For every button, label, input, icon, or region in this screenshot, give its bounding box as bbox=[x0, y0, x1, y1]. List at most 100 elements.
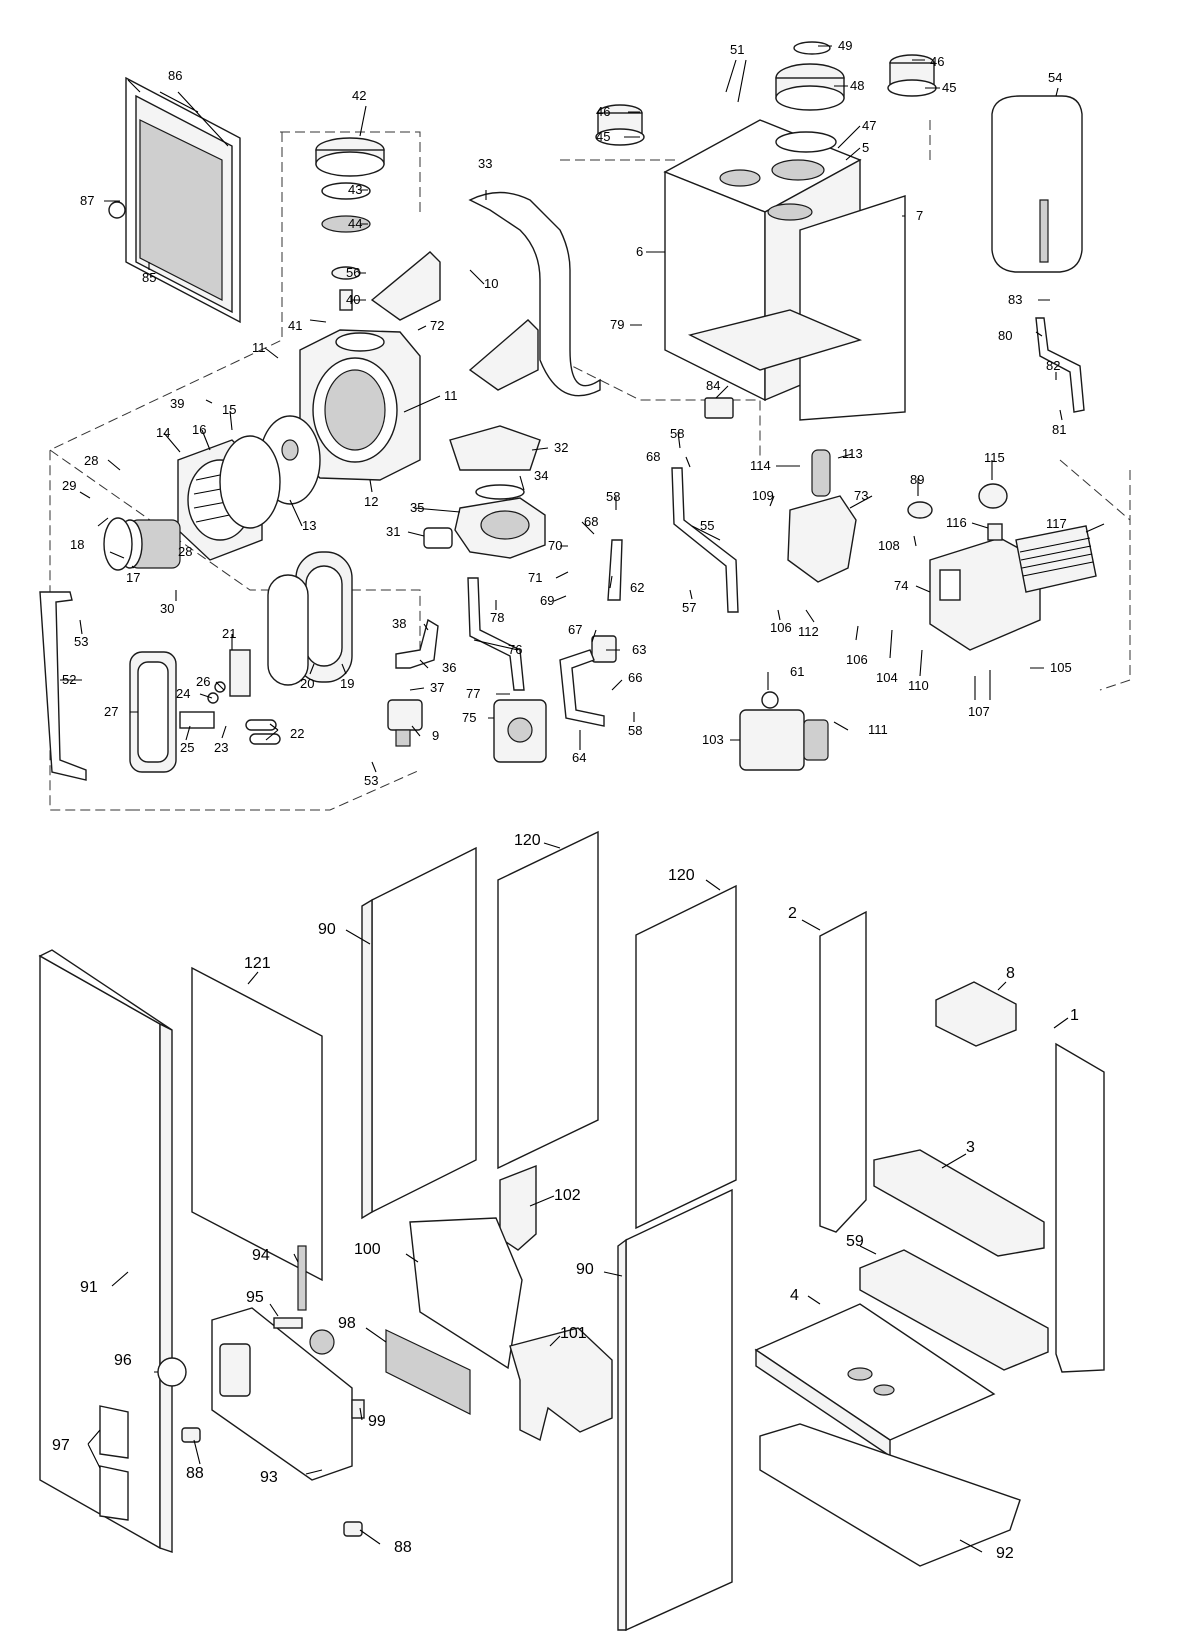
air-box-19 bbox=[295, 551, 353, 683]
callout-87: 87 bbox=[80, 193, 94, 208]
callout-63: 63 bbox=[632, 642, 646, 657]
callout-23: 23 bbox=[214, 740, 228, 755]
callout-18: 18 bbox=[70, 537, 84, 552]
callout-77: 77 bbox=[466, 686, 480, 701]
gasket-34 bbox=[475, 484, 525, 500]
plate-heat-exchanger bbox=[1015, 525, 1097, 593]
flue-pipe bbox=[468, 191, 601, 397]
callout-106b: 106 bbox=[846, 652, 868, 667]
callout-17: 17 bbox=[126, 570, 140, 585]
pcb-98 bbox=[385, 1329, 471, 1415]
callout-112: 112 bbox=[798, 624, 819, 639]
flap-97-a bbox=[99, 1405, 129, 1459]
callout-3: 3 bbox=[966, 1139, 975, 1156]
seal-49 bbox=[793, 41, 831, 55]
callout-76: 76 bbox=[508, 642, 522, 657]
washer-26 bbox=[214, 681, 226, 693]
cover-102 bbox=[499, 1164, 537, 1251]
callout-19: 19 bbox=[340, 676, 354, 691]
leader-lines bbox=[60, 45, 1105, 1553]
callout-35: 35 bbox=[410, 500, 424, 515]
callout-68b: 68 bbox=[584, 514, 598, 529]
venturi-32 bbox=[449, 425, 541, 471]
callout-49: 49 bbox=[838, 38, 852, 53]
callout-117: 117 bbox=[1046, 516, 1067, 531]
callout-86: 86 bbox=[168, 68, 182, 83]
callout-104: 104 bbox=[876, 670, 898, 685]
callout-24: 24 bbox=[176, 686, 190, 701]
callout-110: 110 bbox=[908, 678, 929, 693]
callout-9: 9 bbox=[432, 728, 439, 743]
gasket-22a bbox=[245, 719, 277, 731]
control-housing-100 bbox=[409, 1217, 523, 1370]
front-panel-91 bbox=[38, 949, 173, 1553]
siphon-9 bbox=[387, 699, 423, 747]
washer-24 bbox=[207, 692, 219, 704]
callout-6: 6 bbox=[636, 244, 643, 259]
callout-58: 58 bbox=[670, 426, 684, 441]
callout-74: 74 bbox=[894, 578, 908, 593]
electrode-21 bbox=[229, 649, 251, 697]
callout-34: 34 bbox=[534, 468, 548, 483]
callout-10: 10 bbox=[484, 276, 498, 291]
callout-84: 84 bbox=[706, 378, 720, 393]
callout-25: 25 bbox=[180, 740, 194, 755]
callout-90b: 90 bbox=[576, 1261, 594, 1278]
callout-58b: 58 bbox=[606, 489, 620, 504]
callout-8: 8 bbox=[1006, 965, 1015, 982]
callout-43: 43 bbox=[348, 182, 362, 197]
fan-35 bbox=[454, 497, 546, 559]
callout-54: 54 bbox=[1048, 70, 1062, 85]
callout-27: 27 bbox=[104, 704, 118, 719]
callout-4: 4 bbox=[790, 1287, 799, 1304]
valve-63 bbox=[591, 635, 617, 663]
part-95 bbox=[273, 1317, 303, 1329]
expansion-vessel bbox=[991, 95, 1083, 273]
crossbar-3 bbox=[873, 1149, 1045, 1257]
control-panel-93 bbox=[211, 1307, 353, 1481]
ring-18 bbox=[103, 517, 133, 571]
callout-80: 80 bbox=[998, 328, 1012, 343]
callout-38: 38 bbox=[392, 616, 406, 631]
callout-22: 22 bbox=[290, 726, 304, 741]
callout-115: 115 bbox=[984, 450, 1005, 465]
heat-exchanger bbox=[299, 329, 421, 481]
callout-44: 44 bbox=[348, 216, 362, 231]
callout-111: 111 bbox=[868, 722, 888, 737]
callout-109: 109 bbox=[752, 488, 774, 503]
callout-45b: 45 bbox=[596, 129, 610, 144]
flue-adaptor-right bbox=[887, 54, 937, 97]
callout-15: 15 bbox=[222, 402, 236, 417]
callout-46: 46 bbox=[930, 54, 944, 69]
callout-107: 107 bbox=[968, 704, 990, 719]
callout-61: 61 bbox=[790, 664, 804, 679]
ring-44 bbox=[321, 215, 371, 233]
callout-114: 114 bbox=[750, 458, 771, 473]
callout-52: 52 bbox=[62, 672, 76, 687]
callout-113: 113 bbox=[842, 446, 863, 461]
gasket-47 bbox=[775, 131, 837, 153]
burner-cap bbox=[315, 137, 385, 177]
hydraulic-block-74 bbox=[929, 537, 1041, 651]
callout-11b: 11 bbox=[444, 388, 458, 403]
callout-66: 66 bbox=[628, 670, 642, 685]
callout-11: 11 bbox=[252, 340, 266, 355]
pipe-64 bbox=[559, 649, 605, 727]
callout-105: 105 bbox=[1050, 660, 1072, 675]
flue-turret-48 bbox=[775, 63, 845, 111]
callout-120b: 120 bbox=[668, 867, 695, 884]
gasket-22b bbox=[249, 733, 281, 745]
callout-101: 101 bbox=[560, 1325, 587, 1342]
callout-26: 26 bbox=[196, 674, 210, 689]
flue-adaptor-left bbox=[595, 104, 645, 146]
callout-33: 33 bbox=[478, 156, 492, 171]
pipe-80 bbox=[1035, 317, 1085, 413]
hose-36 bbox=[395, 618, 439, 669]
callout-96: 96 bbox=[114, 1352, 132, 1369]
callout-40: 40 bbox=[346, 292, 360, 307]
assembly-outline-right bbox=[559, 120, 1131, 691]
callout-67: 67 bbox=[568, 622, 582, 637]
pipe-55 bbox=[671, 467, 739, 613]
callouts-top: 86 42 51 49 46 48 45 54 87 43 33 46 47 4… bbox=[62, 38, 1072, 788]
